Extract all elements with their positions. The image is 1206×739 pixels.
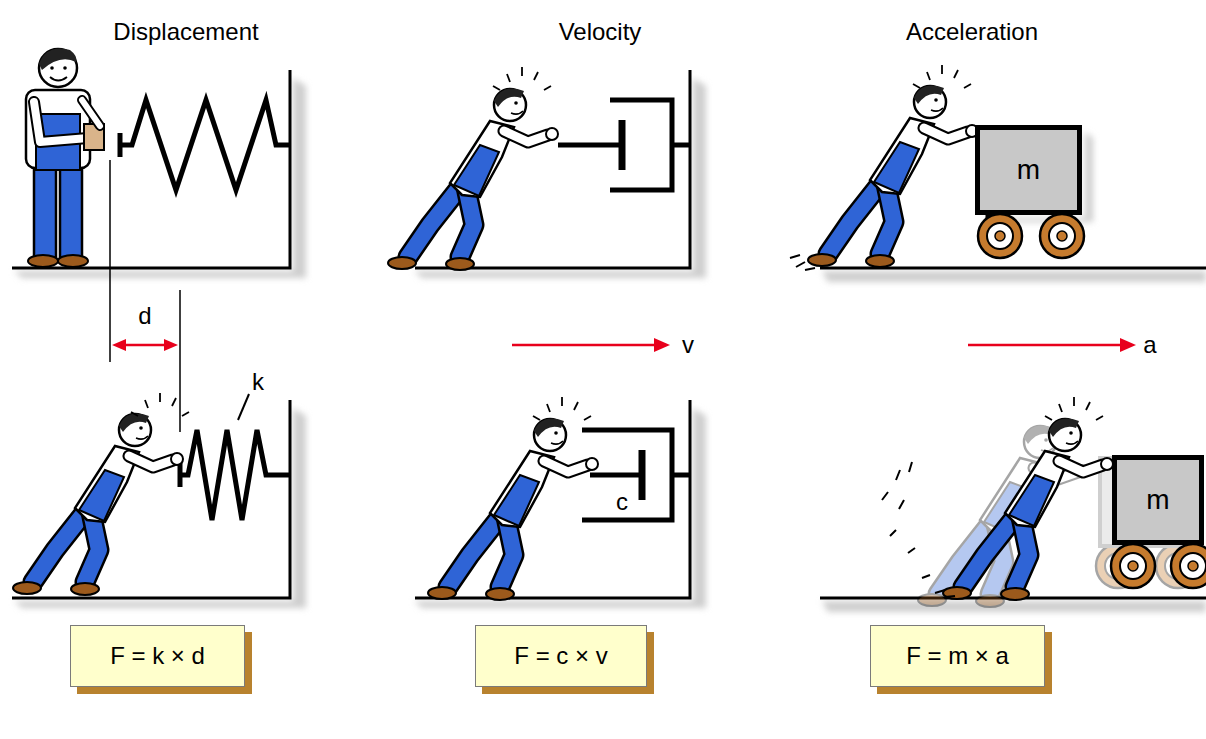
cart-body: m xyxy=(975,125,1082,215)
worker-figure xyxy=(388,89,558,270)
worker-figure xyxy=(13,414,183,595)
node-text: F = k × d xyxy=(110,642,205,670)
node-text: m xyxy=(1146,484,1169,516)
node-text: F = c × v xyxy=(514,642,607,670)
sweat-marks xyxy=(533,397,591,420)
part-label: c xyxy=(616,488,628,516)
node-text: F = m × a xyxy=(906,642,1009,670)
worker-figure xyxy=(943,419,1113,600)
quantity-label: v xyxy=(682,331,694,359)
column-heading: Displacement xyxy=(113,18,258,46)
formula-box: F = c × v xyxy=(475,625,647,687)
cart-wheel xyxy=(1171,544,1206,588)
damper-symbol xyxy=(558,100,690,520)
cart-body: m xyxy=(1112,455,1204,545)
column-heading: Acceleration xyxy=(906,18,1038,46)
quantity-label: a xyxy=(1143,331,1156,359)
worker-figure xyxy=(428,419,598,600)
cart-wheel xyxy=(978,214,1022,258)
part-label: k xyxy=(252,368,264,396)
sweat-marks xyxy=(493,67,551,90)
leader-line xyxy=(238,394,249,420)
cart-wheel xyxy=(1040,214,1084,258)
dimension-line xyxy=(110,160,180,432)
worker-figure xyxy=(808,86,978,267)
worker-figure xyxy=(26,49,104,267)
wall-shadow xyxy=(14,78,1206,612)
sweat-marks xyxy=(131,393,189,416)
formula-box: F = k × d xyxy=(70,625,245,687)
node-text: m xyxy=(1017,154,1040,186)
motion-lines xyxy=(790,255,955,597)
dimension-label: d xyxy=(138,302,151,330)
formula-box: F = m × a xyxy=(870,625,1045,687)
sweat-marks xyxy=(1045,397,1103,420)
column-heading: Velocity xyxy=(559,18,642,46)
cart-wheel xyxy=(1111,544,1155,588)
motion-arrow xyxy=(112,338,1136,352)
sweat-marks xyxy=(913,65,971,88)
